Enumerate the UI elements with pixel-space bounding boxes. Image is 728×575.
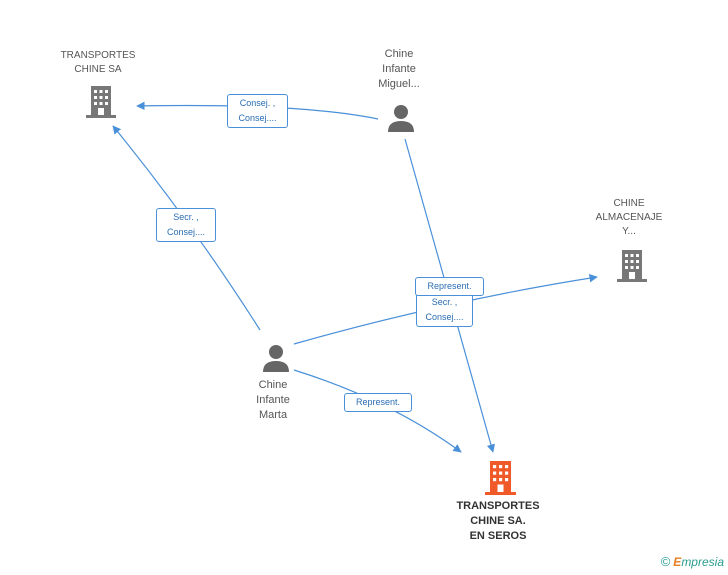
node-label-almacenaje[interactable]: CHINE ALMACENAJE Y...	[595, 198, 663, 237]
brand-footer[interactable]: ©Empresia	[661, 554, 724, 569]
brand-logo-letter: E	[673, 555, 682, 569]
node-label-miguel[interactable]: Chine Infante Miguel...	[378, 48, 420, 90]
building-icon[interactable]	[617, 250, 647, 282]
node-label-marta[interactable]: Chine Infante Marta	[256, 379, 290, 421]
copyright-icon: ©	[660, 554, 671, 569]
node-label-main-company[interactable]: TRANSPORTES CHINE SA. EN SEROS	[456, 500, 540, 542]
edge-label-marta-transportes[interactable]: Secr. , Consej....	[156, 208, 216, 242]
building-icon[interactable]	[86, 86, 116, 118]
brand-logo-text: mpresia	[681, 555, 724, 569]
edge-label-miguel-transportes[interactable]: Consej. , Consej....	[227, 94, 288, 128]
edge-label-marta-almacenaje[interactable]: Secr. , Consej....	[416, 293, 473, 327]
node-label-transportes-chine[interactable]: TRANSPORTES CHINE SA	[60, 50, 136, 75]
edge-label-marta-main[interactable]: Represent.	[344, 393, 412, 412]
person-icon[interactable]	[263, 345, 289, 372]
edge-label-miguel-main[interactable]: Represent.	[415, 277, 484, 296]
building-icon-main[interactable]	[485, 461, 516, 495]
person-icon[interactable]	[388, 105, 414, 132]
